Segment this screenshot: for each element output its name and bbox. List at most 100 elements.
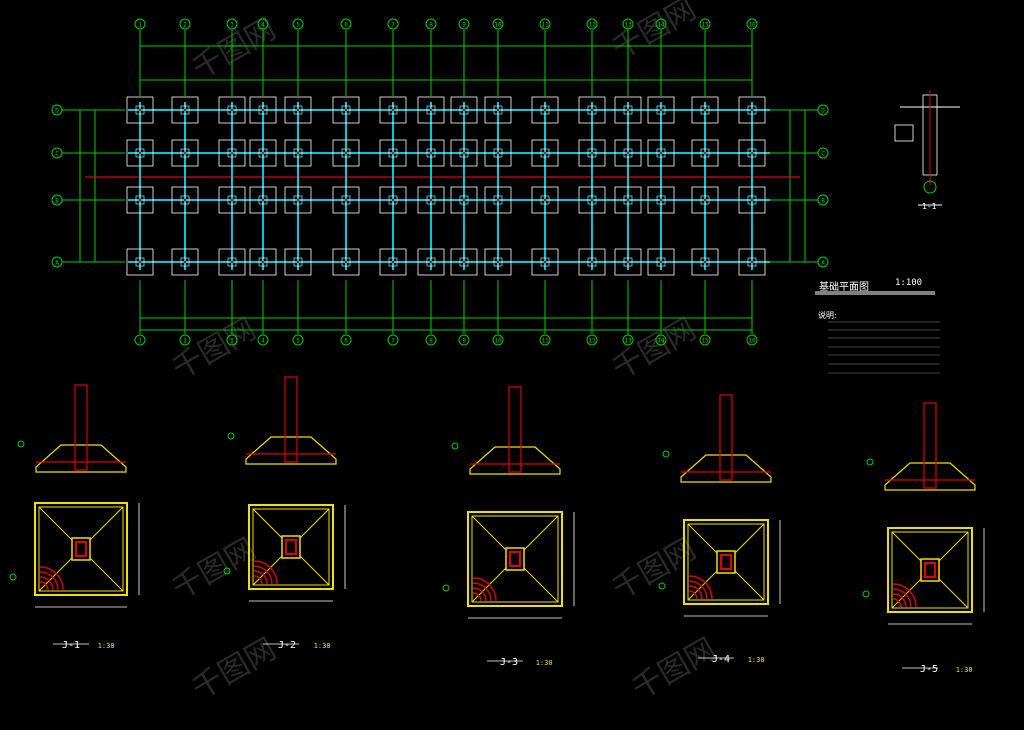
column-mark (344, 198, 348, 202)
footing-elevation (35, 444, 127, 473)
grid-bubble-bottom (539, 334, 551, 346)
footing-outline (284, 139, 312, 167)
grid-bubble-label: 13 (624, 22, 632, 29)
rebar-arc (39, 571, 59, 591)
grid-bubble-bottom (134, 334, 146, 346)
footing-outline (332, 139, 360, 167)
column-outline (341, 195, 351, 205)
column-outline (135, 257, 145, 267)
footing-plan-inner (252, 508, 330, 586)
footing-elevation (884, 462, 976, 491)
footing-slope-line (89, 557, 124, 592)
rebar-arc (472, 592, 482, 602)
footing-outline (417, 139, 445, 167)
footing-plan-outer (248, 504, 334, 590)
callout-marker (9, 573, 17, 581)
column-mark (703, 108, 707, 112)
column-mark (230, 198, 234, 202)
grid-bubble-top (257, 18, 269, 30)
footing-outline (484, 186, 512, 214)
column-mark (496, 260, 500, 264)
grid-bubble-label: 9 (462, 338, 466, 345)
footing-column-elevation (284, 376, 298, 463)
grid-bubble-label: B (821, 198, 825, 205)
grid-bubble-top (292, 18, 304, 30)
column-outline (180, 195, 190, 205)
footing-slope-line (938, 578, 969, 609)
grid-bubble-bottom (458, 334, 470, 346)
footing-slope-line (687, 570, 718, 601)
grid-bubble-left (51, 104, 63, 116)
column-mark (750, 198, 754, 202)
column-mark (496, 198, 500, 202)
rebar-arc (688, 575, 713, 600)
rebar-arc (39, 576, 54, 591)
column-section (75, 541, 87, 557)
column-mark (344, 151, 348, 155)
footing-label-j2: J-2 1:30 (278, 633, 331, 652)
column-mark (344, 260, 348, 264)
column-outline (747, 148, 757, 158)
footing-label-j3: J-3 1:30 (500, 650, 553, 669)
grid-bubble-label: C (55, 151, 59, 158)
footing-outline (171, 248, 199, 276)
footing-elevation (469, 446, 561, 475)
footing-outline (484, 96, 512, 124)
footing-slope-line (252, 555, 283, 586)
footing-plan-outer (467, 511, 563, 607)
column-outline (227, 195, 237, 205)
column-mark (750, 108, 754, 112)
column-outline (493, 148, 503, 158)
grid-bubble-label: 11 (541, 22, 549, 29)
footing-slope-line (523, 567, 559, 603)
footing-outline (379, 186, 407, 214)
column-mark (462, 260, 466, 264)
footing-outline (484, 139, 512, 167)
column-mark (626, 108, 630, 112)
grid-bubble-top (387, 18, 399, 30)
rebar-arc (253, 560, 278, 585)
column-outline (388, 105, 398, 115)
footing-outline (614, 96, 642, 124)
callout-marker (866, 458, 874, 466)
column-mark (659, 108, 663, 112)
column-mark (703, 151, 707, 155)
footing-slope-line (891, 531, 922, 562)
column-outline (656, 148, 666, 158)
footing-scale: 1:30 (955, 666, 973, 674)
grid-bubble-top (226, 18, 238, 30)
grid-bubble-label: 3 (230, 338, 234, 345)
grid-bubble-label: 5 (296, 22, 300, 29)
column-mark (462, 198, 466, 202)
grid-bubble-bottom (292, 334, 304, 346)
rebar-arc (472, 587, 487, 602)
footing-column-elevation (923, 402, 937, 489)
column-outline (388, 195, 398, 205)
column-outline (293, 148, 303, 158)
column-outline (656, 195, 666, 205)
footing-outline (647, 139, 675, 167)
footing-outline (614, 139, 642, 167)
callout-marker (451, 442, 459, 450)
column-outline (293, 105, 303, 115)
column-outline (426, 105, 436, 115)
grid-bubble-top (458, 18, 470, 30)
watermark-text: 千图网 (607, 312, 702, 387)
grid-bubble-left (51, 194, 63, 206)
rebar-arc (688, 585, 703, 600)
footing-outline (531, 186, 559, 214)
column-section (720, 554, 732, 570)
watermark-text: 千图网 (187, 632, 282, 707)
footing-slope-line (523, 515, 559, 551)
grid-bubble-bottom (340, 334, 352, 346)
footing-elevation (245, 436, 337, 465)
column-mark (462, 108, 466, 112)
footing-outline (578, 96, 606, 124)
footing-outline (218, 139, 246, 167)
column-outline (341, 148, 351, 158)
column-mark (296, 260, 300, 264)
column-mark (138, 151, 142, 155)
grid-bubble-label: 12 (588, 338, 596, 345)
watermark-text: 千图网 (167, 532, 262, 607)
footing-outline (614, 186, 642, 214)
